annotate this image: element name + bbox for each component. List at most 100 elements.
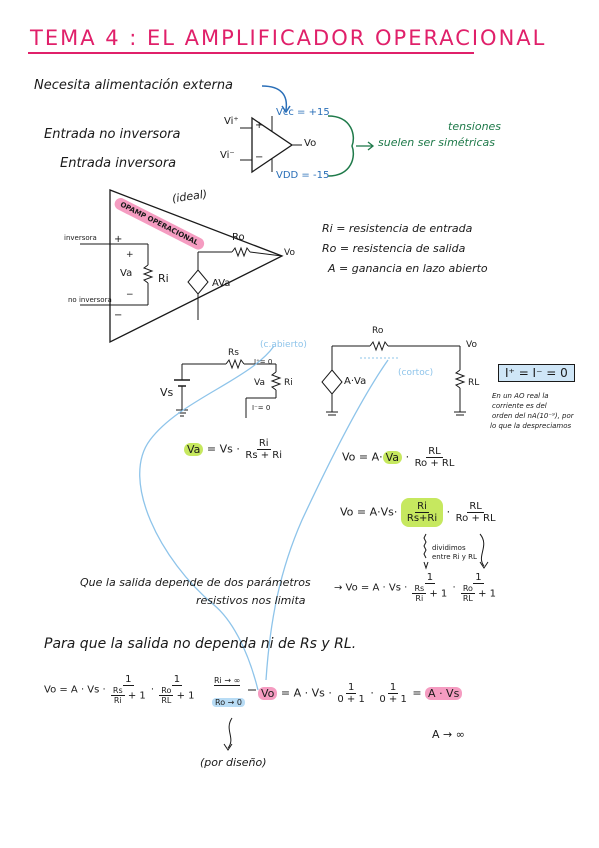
eq4-n1: 1 — [424, 572, 436, 584]
def-ri: Ri = resistencia de entrada — [322, 222, 473, 235]
label-ro: Ro — [232, 232, 245, 243]
note-que-salida-1: Que la salida depende de dos parámetros — [80, 576, 311, 589]
eq5-lhs: Vo = A · Vs · — [44, 684, 106, 696]
cond-ri-inf: Ri → ∞ — [214, 676, 241, 686]
label-ro-right: Ro — [372, 326, 384, 336]
eq3-den1: Rs+Ri — [406, 513, 438, 524]
label-cortoc: (cortoc) — [398, 368, 434, 378]
eq1-va: Va — [184, 442, 204, 456]
eq6-eq: = A · Vs · — [280, 686, 332, 700]
label-ava-right: A·Va — [344, 376, 367, 387]
label-rl: RL — [468, 378, 480, 388]
eq4-d2a: Ro — [460, 584, 475, 594]
label-vo-big: Vo — [284, 248, 295, 258]
note-real-1: En un AO real la — [492, 392, 549, 400]
note-dividimos-2: entre Ri y RL — [432, 553, 477, 561]
label-entrada-no-inversora: Entrada no inversora — [44, 127, 181, 142]
label-rs: Rs — [228, 348, 239, 358]
label-no-inversora: no inversora — [68, 296, 112, 304]
sym-plus-big: + — [114, 234, 123, 245]
eq4-p2: + 1 — [478, 588, 497, 600]
label-va-small: Va — [254, 378, 265, 388]
page-title: TEMA 4 : EL AMPLIFICADOR OPERACIONAL — [30, 26, 547, 50]
eq5-n2: 1 — [171, 674, 183, 686]
label-ri: Ri — [158, 272, 169, 285]
note-dividimos-1: dividimos — [432, 544, 466, 552]
title-underline — [28, 52, 474, 54]
eq2-dot: · — [405, 450, 410, 464]
eq5-d1b: Ri — [113, 696, 122, 705]
box-i-equal-zero: I⁺ = I⁻ = 0 — [498, 364, 575, 382]
eq2-den: Ro + RL — [414, 458, 455, 469]
label-suelen-simetricas: suelen ser simétricas — [378, 136, 495, 149]
label-vdd: VDD = -15 — [276, 170, 330, 181]
eq3-den2: Ro + RL — [455, 513, 496, 524]
label-vo-small: Vo — [304, 138, 317, 149]
eq2-lhs: Vo = A· — [342, 450, 383, 464]
eq4-d2b: RL — [462, 594, 473, 603]
label-inversora: inversora — [64, 234, 97, 242]
note-que-salida-2: resistivos nos limita — [196, 594, 306, 607]
label-tensiones: tensiones — [448, 120, 502, 133]
sym-minus-va: − — [126, 290, 134, 300]
label-vi-minus: Vi⁻ — [220, 150, 235, 161]
sym-minus-small: − — [255, 152, 264, 163]
eq6-d2: 0 + 1 — [379, 694, 407, 705]
eq6-eqs: = — [412, 686, 422, 700]
eq6-d1: 0 + 1 — [337, 694, 365, 705]
eq4-lhs: → Vo = A · Vs · — [334, 582, 408, 594]
eq6-n2: 1 — [387, 682, 399, 694]
label-vcc: Vcc = +15 — [276, 107, 330, 118]
eq6-n1: 1 — [345, 682, 357, 694]
eq3-num2: RL — [467, 501, 484, 513]
eq4-d1a: Rs — [412, 584, 427, 594]
note-a-infinity: A → ∞ — [432, 728, 465, 741]
eq1-num: Ri — [256, 438, 271, 450]
eq5-p1: + 1 — [127, 690, 146, 702]
eq1-den: Rs + Ri — [245, 450, 283, 461]
note-real-3: orden del nA(10⁻⁹), por — [492, 412, 574, 420]
eq3-num1: Ri — [415, 501, 429, 513]
eq6-vo: Vo — [258, 686, 278, 700]
label-c-abierto: (c.abierto) — [260, 340, 307, 350]
def-ro: Ro = resistencia de salida — [322, 242, 466, 255]
label-vs: Vs — [160, 386, 174, 399]
sym-minus-big: − — [114, 310, 123, 321]
eq2-num: RL — [426, 446, 443, 458]
eq1-eq: = Vs · — [206, 442, 240, 456]
eq4-p1: + 1 — [429, 588, 448, 600]
note-external-power: Necesita alimentación externa — [34, 78, 234, 93]
label-ri-small: Ri — [284, 378, 293, 388]
label-vi-plus: Vi⁺ — [224, 116, 239, 127]
eq4-d1b: Ri — [415, 594, 424, 603]
label-entrada-inversora: Entrada inversora — [60, 156, 177, 171]
def-a: A = ganancia en lazo abierto — [328, 262, 488, 275]
label-i-minus: I⁻= 0 — [252, 404, 271, 412]
sym-plus-small: + — [255, 120, 264, 131]
eq5-d2a: Ro — [159, 686, 174, 696]
sym-plus-va: + — [126, 250, 134, 260]
note-real-2: corriente es del — [492, 402, 547, 410]
eq6-result: A · Vs — [425, 686, 463, 700]
eq2-va: Va — [382, 450, 403, 464]
eq4-n2: 1 — [473, 572, 484, 584]
note-para-que: Para que la salida no dependa ni de Rs y… — [44, 636, 357, 652]
label-ava: AVa — [212, 278, 231, 289]
eq5-n1: 1 — [123, 674, 134, 686]
note-por-diseno: (por diseño) — [200, 756, 267, 769]
eq3-lhs: Vo = A·Vs· — [340, 505, 398, 519]
label-i-plus: I⁺= 0 — [254, 358, 273, 366]
eq5-p2: + 1 — [176, 690, 195, 702]
label-va: Va — [120, 268, 133, 279]
note-real-4: lo que la despreciamos — [490, 422, 572, 430]
eq5-d2b: RL — [161, 696, 172, 705]
cond-ro-zero: Ro → 0 — [212, 698, 245, 707]
label-vo-right: Vo — [466, 340, 477, 350]
